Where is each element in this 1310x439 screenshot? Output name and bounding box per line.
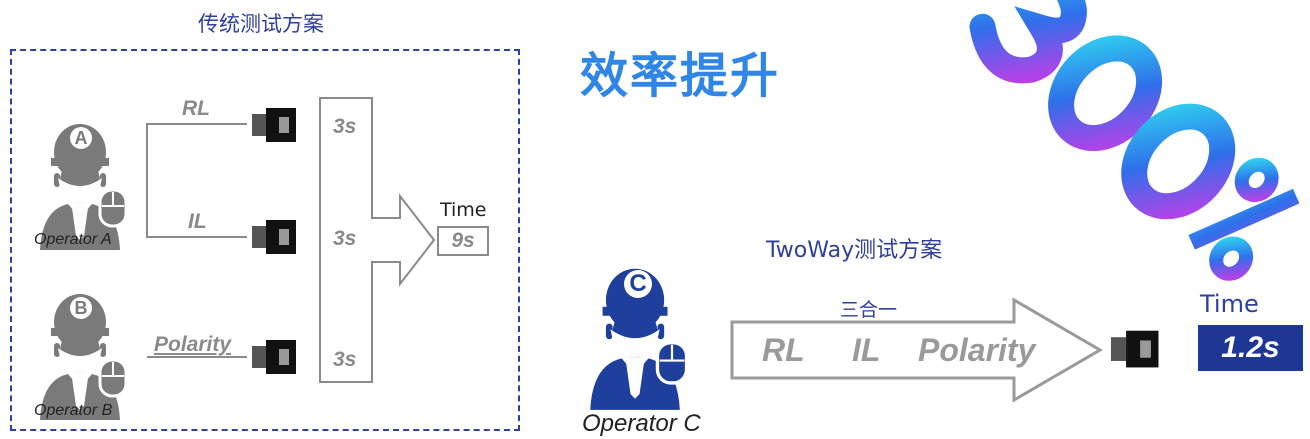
twoway-time-label: Time [1200, 290, 1259, 318]
twoway-total-time: 1.2s [1198, 325, 1303, 371]
operator-b-badge: B [70, 297, 92, 319]
operator-b-icon [40, 294, 128, 420]
polarity-time: 3s [333, 348, 357, 371]
traditional-flow-arrow [319, 97, 436, 383]
rl-connector-icon [252, 108, 296, 142]
operator-c-icon [590, 268, 689, 410]
operator-b-label: Operator B [34, 402, 113, 419]
rl-label: RL [182, 97, 210, 120]
il-connector-icon [252, 220, 296, 254]
polarity-label: Polarity [154, 333, 232, 356]
rl-time: 3s [333, 115, 357, 138]
operator-a-icon [40, 124, 128, 250]
il-time: 3s [333, 227, 357, 250]
operator-a-connection-lines [146, 123, 247, 358]
il-label: IL [188, 210, 207, 233]
operator-a-label: Operator A [34, 231, 112, 248]
operator-c-badge: C [624, 270, 652, 298]
twoway-flow-arrow [730, 297, 1103, 403]
efficiency-headline: 效率提升 [580, 48, 781, 104]
twoway-polarity-label: Polarity [918, 332, 1036, 368]
traditional-time-label: Time [440, 199, 487, 221]
traditional-total-time: 9s [437, 226, 489, 256]
traditional-title: 传统测试方案 [198, 12, 324, 36]
operator-a-badge: A [70, 127, 92, 149]
twoway-il-label: IL [852, 332, 881, 368]
three-in-one-label: 三合一 [840, 299, 898, 321]
twoway-title: TwoWay测试方案 [766, 238, 943, 263]
operator-c-label: Operator C [582, 410, 701, 437]
traditional-scheme-box [10, 49, 520, 431]
efficiency-300-percent-graphic [969, 0, 1300, 281]
twoway-rl-label: RL [762, 332, 805, 368]
polarity-connector-icon [252, 340, 296, 374]
twoway-connector-icon [1110, 330, 1159, 368]
